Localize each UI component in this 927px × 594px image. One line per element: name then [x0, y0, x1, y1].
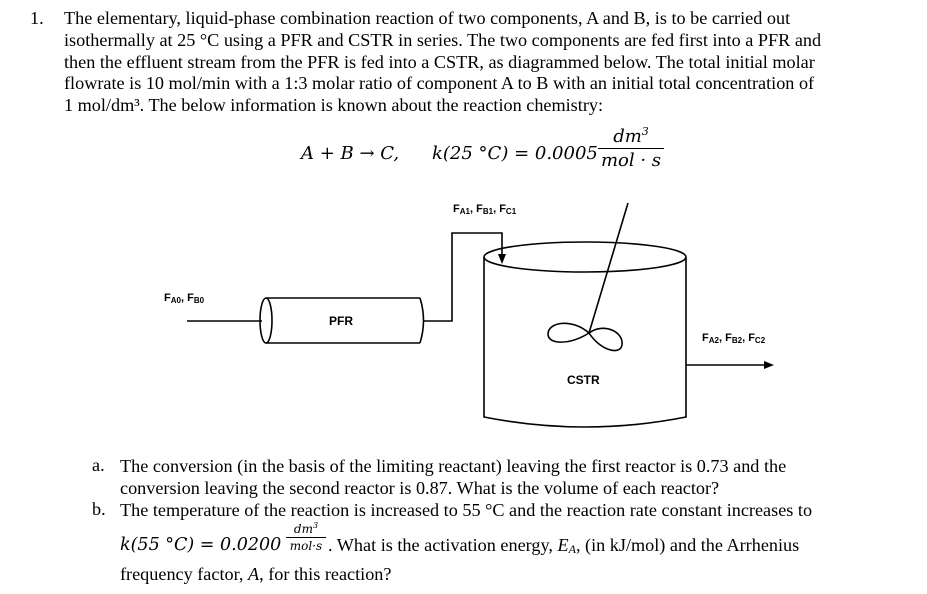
- part-b-unit-numerator: dm3: [293, 521, 319, 537]
- part-a-line-1: The conversion (in the basis of the limi…: [120, 456, 787, 476]
- question-line: isothermally at 25 °C using a PFR and CS…: [64, 29, 822, 50]
- rate-constant-55c: k(55 °C) = 0.0200: [120, 535, 282, 555]
- cstr-walls: [483, 257, 687, 428]
- question-line: then the effluent stream from the PFR is…: [64, 51, 815, 72]
- pfr-label: PFR: [329, 314, 353, 328]
- reaction-equation: A + B → C,: [301, 143, 400, 164]
- question-line: 1 mol/dm³. The below information is know…: [64, 95, 604, 116]
- feed-flow-label: FA0, FB0: [164, 292, 205, 305]
- rate-unit-denominator: mol · s: [600, 150, 662, 171]
- rate-unit-fraction: dm3 mol · s: [598, 126, 664, 171]
- part-b-letter: b.: [92, 499, 106, 519]
- question-text: The elementary, liquid-phase combination…: [64, 8, 914, 117]
- question-line: flowrate is 10 mol/min with a 1:3 molar …: [64, 73, 815, 94]
- pfr-outlet-end: [419, 297, 425, 344]
- part-b-unit-denominator: mol·s: [289, 539, 323, 553]
- connecting-pipe: [424, 232, 503, 322]
- part-b-line-1: The temperature of the reaction is incre…: [120, 500, 813, 520]
- impeller: [547, 322, 623, 352]
- part-b-unit-fraction: dm3 mol·s: [286, 522, 326, 553]
- cstr-label: CSTR: [567, 373, 600, 387]
- intermediate-flow-label: FA1, FB1, FC1: [453, 203, 517, 216]
- part-b-line-2: . What is the activation energy, EA, (in…: [328, 535, 800, 556]
- question-number: 1.: [30, 8, 44, 28]
- inlet-arrowhead: [498, 254, 506, 264]
- outlet-flow-label: FA2, FB2, FC2: [702, 332, 766, 345]
- outlet-arrowhead: [764, 361, 774, 369]
- cstr-top: [483, 241, 687, 273]
- stirrer-shaft: [588, 202, 629, 334]
- part-a-line-2: conversion leaving the second reactor is…: [120, 478, 720, 498]
- rate-constant-25c: k(25 °C) = 0.0005: [432, 143, 598, 164]
- rate-unit-numerator: dm3: [613, 125, 649, 147]
- question-line: The elementary, liquid-phase combination…: [64, 8, 791, 28]
- pfr-inlet-end: [259, 297, 273, 344]
- part-a-letter: a.: [92, 455, 105, 475]
- part-b-line-3: frequency factor, A, for this reaction?: [120, 564, 392, 584]
